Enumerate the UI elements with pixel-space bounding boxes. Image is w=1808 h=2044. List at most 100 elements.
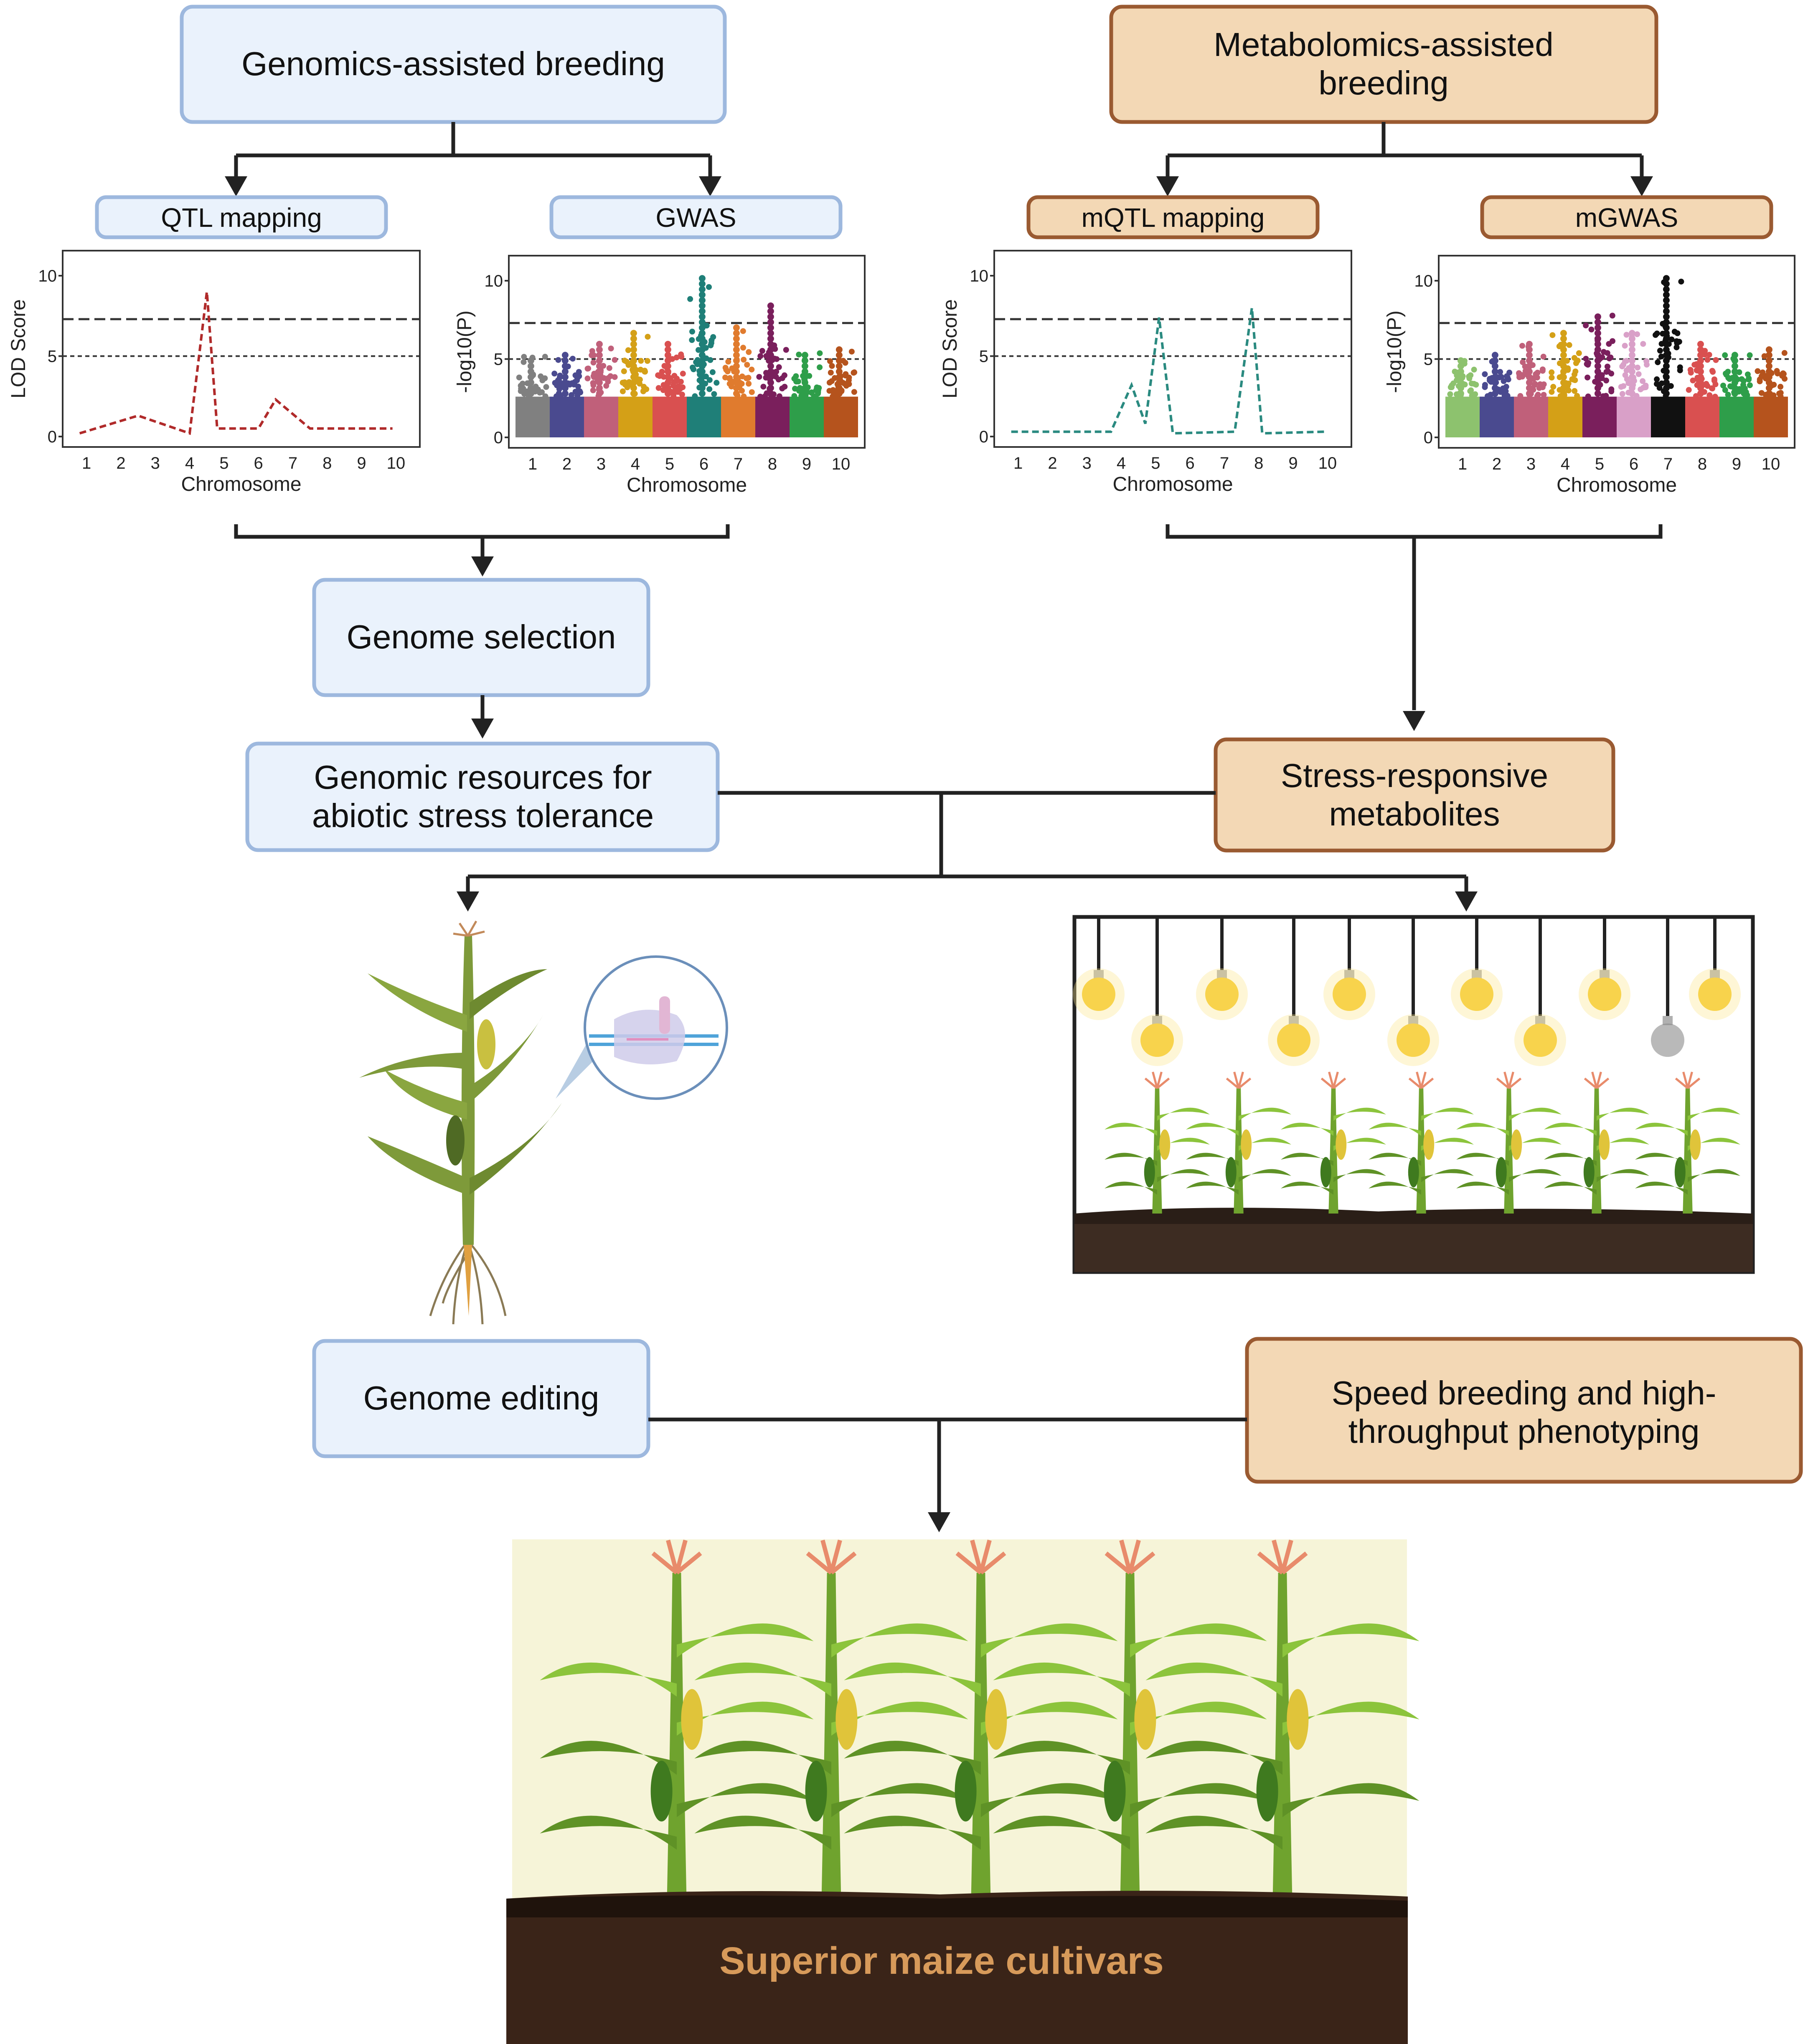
- snp-point: [554, 393, 559, 399]
- maize-leaf: [1105, 1181, 1157, 1195]
- final-merge-connector: [648, 1417, 1247, 1532]
- snp-point: [1468, 387, 1474, 394]
- maize-tassel: [955, 1551, 983, 1575]
- snp-point: [543, 384, 549, 390]
- maize-leaf: [1282, 1783, 1419, 1817]
- y-tick-label: 10: [38, 267, 57, 285]
- snp-point: [816, 385, 822, 391]
- snp-point: [630, 363, 637, 370]
- snp-point: [606, 365, 612, 371]
- maize-leaf: [1282, 1701, 1419, 1736]
- snp-point: [638, 358, 644, 364]
- snp-point: [792, 386, 798, 392]
- snp-point: [1491, 363, 1498, 370]
- snp-point: [776, 364, 782, 370]
- snp-point: [607, 373, 614, 379]
- snp-point: [1469, 392, 1475, 399]
- snp-point: [527, 390, 534, 397]
- snp-point: [1565, 387, 1572, 394]
- maize-leaf: [677, 1783, 814, 1817]
- snp-point: [1457, 363, 1464, 370]
- maize-leaf: [540, 1815, 677, 1850]
- maize-leaf: [1281, 1181, 1333, 1195]
- snp-point: [608, 345, 614, 352]
- snp-point: [1690, 377, 1696, 383]
- genomic-resources-label-line1: Genomic resources for: [314, 759, 652, 796]
- snp-point: [710, 334, 716, 340]
- snp-point: [689, 337, 695, 343]
- snp-point: [698, 280, 706, 287]
- snp-point: [1572, 371, 1577, 378]
- maize-tassel: [1281, 1551, 1308, 1575]
- x-tick-label: 2: [1492, 455, 1501, 473]
- snp-point: [664, 363, 671, 370]
- maize-tassel: [1508, 1077, 1522, 1089]
- snp-point: [744, 362, 750, 368]
- snp-point: [1765, 363, 1772, 370]
- chromosome-block: [721, 396, 755, 437]
- y-tick-label: 5: [48, 348, 57, 366]
- snp-point: [1663, 390, 1670, 397]
- snp-point: [1742, 386, 1748, 392]
- snp-point: [749, 389, 755, 395]
- snp-point: [1498, 374, 1504, 380]
- snp-point: [1584, 361, 1590, 367]
- x-tick-label: 10: [832, 455, 851, 473]
- snp-point: [605, 378, 611, 385]
- maize-leaf: [981, 1701, 1118, 1736]
- x-tick-label: 2: [562, 455, 571, 473]
- maize-tassel: [1257, 1551, 1284, 1575]
- maize-leaf: [1635, 1181, 1688, 1195]
- snp-point: [801, 363, 808, 370]
- snp-point: [1618, 384, 1624, 390]
- snp-point: [1697, 340, 1704, 348]
- stress-metabolites-label-line1: Stress-responsive: [1281, 757, 1548, 794]
- y-tick-label: 10: [485, 272, 503, 290]
- snp-point: [1746, 375, 1752, 381]
- maize-tassel: [1686, 1072, 1693, 1089]
- chromosome-block: [1514, 396, 1548, 437]
- snp-point: [1570, 376, 1577, 383]
- mqtl-mapping-label: mQTL mapping: [1082, 203, 1265, 233]
- maize-leaf: [1281, 1122, 1333, 1136]
- snp-point: [757, 353, 764, 359]
- snp-point: [1697, 368, 1704, 375]
- light-bulb: [1460, 978, 1493, 1011]
- snp-point: [1491, 384, 1498, 391]
- snp-point: [1601, 349, 1607, 355]
- snp-point: [1663, 330, 1670, 337]
- snp-point: [722, 365, 729, 371]
- snp-point: [835, 352, 843, 359]
- bulb-socket: [1408, 1016, 1418, 1025]
- light-bulb: [1082, 978, 1115, 1011]
- snp-point: [767, 357, 774, 364]
- snp-point: [1712, 381, 1719, 387]
- snp-point: [698, 297, 706, 304]
- light-bulb: [1524, 1023, 1557, 1057]
- y-tick-label: 5: [1424, 350, 1433, 369]
- snp-point: [527, 357, 534, 364]
- snp-point: [561, 379, 569, 386]
- maize-leaf: [1281, 1153, 1333, 1166]
- chromosome-block: [1685, 396, 1719, 437]
- snp-point: [1594, 324, 1601, 331]
- snp-point: [1526, 379, 1533, 386]
- snp-point: [1654, 376, 1660, 382]
- snp-point: [1571, 355, 1577, 361]
- snp-point: [1723, 372, 1729, 378]
- snp-point: [1663, 335, 1670, 342]
- x-tick-label: 1: [528, 455, 537, 473]
- snp-point: [1628, 379, 1635, 386]
- snp-point: [773, 373, 779, 380]
- x-tick-label: 4: [1117, 454, 1126, 472]
- snp-point: [569, 392, 574, 398]
- snp-point: [1605, 368, 1611, 375]
- maize-leaf: [844, 1815, 981, 1850]
- snp-point: [733, 379, 740, 386]
- snp-point: [729, 383, 734, 390]
- snp-point: [1755, 368, 1761, 374]
- maize-leaf: [1544, 1122, 1597, 1136]
- snp-point: [664, 373, 671, 381]
- snp-point: [1560, 352, 1567, 359]
- snp-point: [1560, 340, 1567, 348]
